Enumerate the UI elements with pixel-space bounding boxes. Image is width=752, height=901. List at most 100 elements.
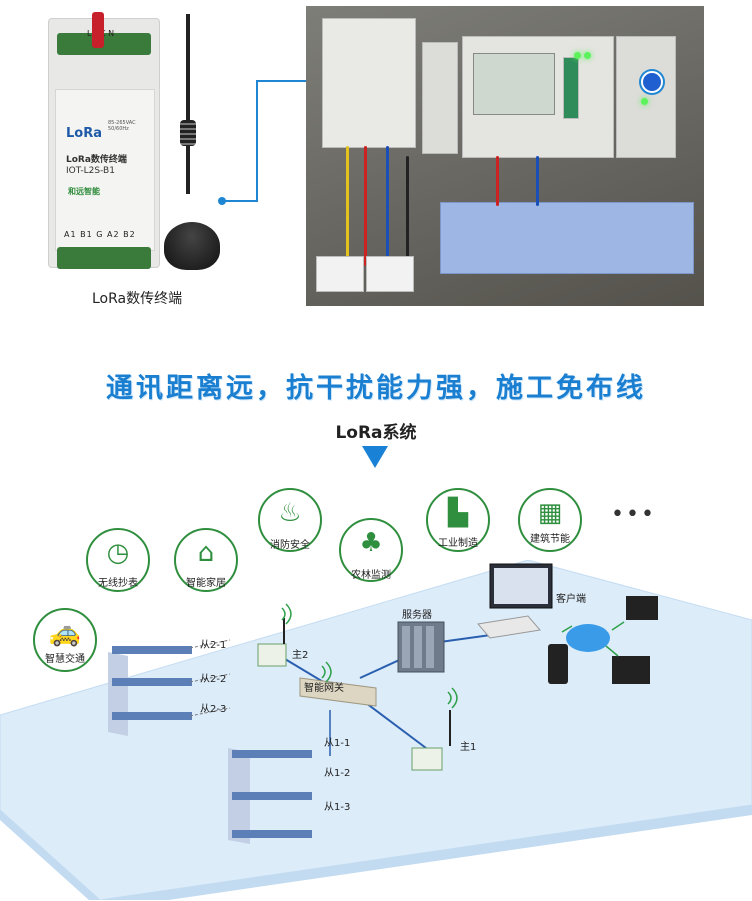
sync-arrow-icon: [605, 645, 619, 657]
factory-icon: ▙: [448, 498, 468, 528]
master2-label: 主2: [292, 649, 308, 661]
antenna-rod: [186, 14, 190, 194]
wire: [536, 156, 539, 206]
device-row: [112, 646, 192, 654]
top-terminal-block: [57, 33, 151, 55]
meter-icon: ◷: [106, 538, 130, 568]
monitor-screen: [494, 568, 548, 604]
wireless-signal-icon: [281, 603, 292, 625]
sync-arrow-icon: [561, 625, 573, 633]
application-forestry-monitoring: ♣ 农林监测: [339, 518, 403, 582]
extinguisher-icon: ♨: [278, 498, 302, 528]
laptop-icon: [612, 656, 650, 684]
link-gateway-master1: [361, 699, 427, 749]
device-name: LoRa数传终端: [66, 155, 127, 165]
blue-wiring-cover: [440, 202, 694, 274]
sync-arrow-icon: [611, 621, 625, 631]
device-brand: 和远智能: [68, 187, 100, 196]
terminal-connector: [366, 256, 414, 292]
device-row: [232, 750, 312, 758]
more-applications: •••: [611, 502, 656, 527]
slave-label: 从1-1: [324, 738, 350, 749]
lora-terminal-installed: [616, 36, 676, 158]
highlight-dot: [641, 71, 663, 93]
device-row: [112, 678, 192, 686]
phone-icon: [548, 644, 568, 684]
device-pins: A1 B1 G A2 B2: [64, 230, 136, 239]
building-icon: ▦: [537, 498, 563, 528]
application-label: 智慧交通: [45, 654, 85, 665]
lora-logo: LoRa: [66, 126, 102, 141]
application-smart-home: ⌂ 智能家居: [174, 528, 238, 592]
application-building-energy: ▦ 建筑节能: [518, 488, 582, 552]
master1-label: 主1: [460, 741, 476, 753]
device-row: [232, 792, 312, 800]
link-line: [189, 673, 231, 683]
home-icon: ⌂: [197, 538, 215, 568]
lora-system-title: LoRa系统: [335, 423, 417, 443]
down-arrow-icon: [362, 446, 388, 468]
device-caption: LoRa数传终端: [92, 291, 183, 307]
master1-node: [411, 747, 443, 771]
slave-group-2: [108, 639, 231, 736]
application-wireless-meter: ◷ 无线抄表: [86, 528, 150, 592]
link-line: [189, 707, 231, 717]
car-icon: 🚕: [48, 618, 82, 648]
wire: [364, 146, 367, 266]
bottom-terminal-block: [57, 247, 151, 269]
tree-icon: ♣: [359, 528, 383, 558]
slave-group-1: [228, 748, 312, 844]
installation-photo: [306, 6, 704, 306]
application-smart-traffic: 🚕 智慧交通: [33, 608, 97, 672]
master2-node: [257, 643, 287, 667]
wire: [386, 146, 389, 286]
status-led: [641, 98, 648, 105]
group-wall: [108, 652, 128, 736]
gateway-node: [299, 677, 377, 707]
application-label: 无线抄表: [98, 578, 138, 589]
application-label: 工业制造: [438, 538, 478, 549]
controller-buttons: [563, 57, 579, 119]
application-label: 智能家居: [186, 578, 226, 589]
slave-label: 从1-3: [324, 802, 350, 813]
circuit-breaker: [322, 18, 416, 148]
application-label: 建筑节能: [530, 534, 570, 545]
application-fire-safety: ♨ 消防安全: [258, 488, 322, 552]
controller-lcd: [473, 53, 555, 115]
device-model: IOT-L2S-B1: [66, 166, 115, 176]
device-spec: 85-265VAC 50/60Hz: [108, 120, 136, 132]
cloud-icon: [566, 624, 610, 652]
lora-terminal-device: L NC N LoRa 85-265VAC 50/60Hz LoRa数传终端 I…: [48, 18, 160, 269]
device-faceplate: LoRa 85-265VAC 50/60Hz LoRa数传终端 IOT-L2S-…: [55, 89, 155, 251]
wire: [496, 156, 499, 206]
wireless-signal-icon: [321, 661, 332, 683]
client-pc-icon: [626, 596, 658, 620]
application-label: 消防安全: [270, 540, 310, 551]
power-supply-module: [422, 42, 458, 154]
client-label: 客户端: [556, 592, 586, 605]
device-row: [232, 830, 312, 838]
controller-module: [462, 36, 614, 158]
status-led: [584, 52, 591, 59]
headline: 通讯距离远，抗干扰能力强，施工免布线: [106, 373, 646, 404]
server-unit: [426, 626, 434, 668]
slave-label: 从2-3: [200, 704, 226, 715]
sma-antenna-connector: [92, 12, 104, 48]
server-unit: [414, 626, 422, 668]
connector-line: [256, 80, 258, 202]
device-row: [112, 712, 192, 720]
server-label: 服务器: [402, 608, 432, 621]
lora-network-diagram: 智能网关 服务器 客户端 主2 主1 从2-1 从2-2 从2-3 从1-1 从…: [0, 560, 752, 900]
connector-line: [222, 200, 258, 202]
antenna-magnetic-base: [164, 222, 220, 270]
slave-label: 从2-2: [200, 674, 226, 685]
slave-label: 从1-2: [324, 768, 350, 779]
application-label: 农林监测: [351, 570, 391, 581]
wire: [406, 156, 409, 276]
status-led: [574, 52, 581, 59]
wire: [346, 146, 349, 276]
server-unit: [402, 626, 410, 668]
antenna-coil: [180, 120, 196, 146]
slave-label: 从2-1: [200, 640, 226, 651]
terminal-connector: [316, 256, 364, 292]
